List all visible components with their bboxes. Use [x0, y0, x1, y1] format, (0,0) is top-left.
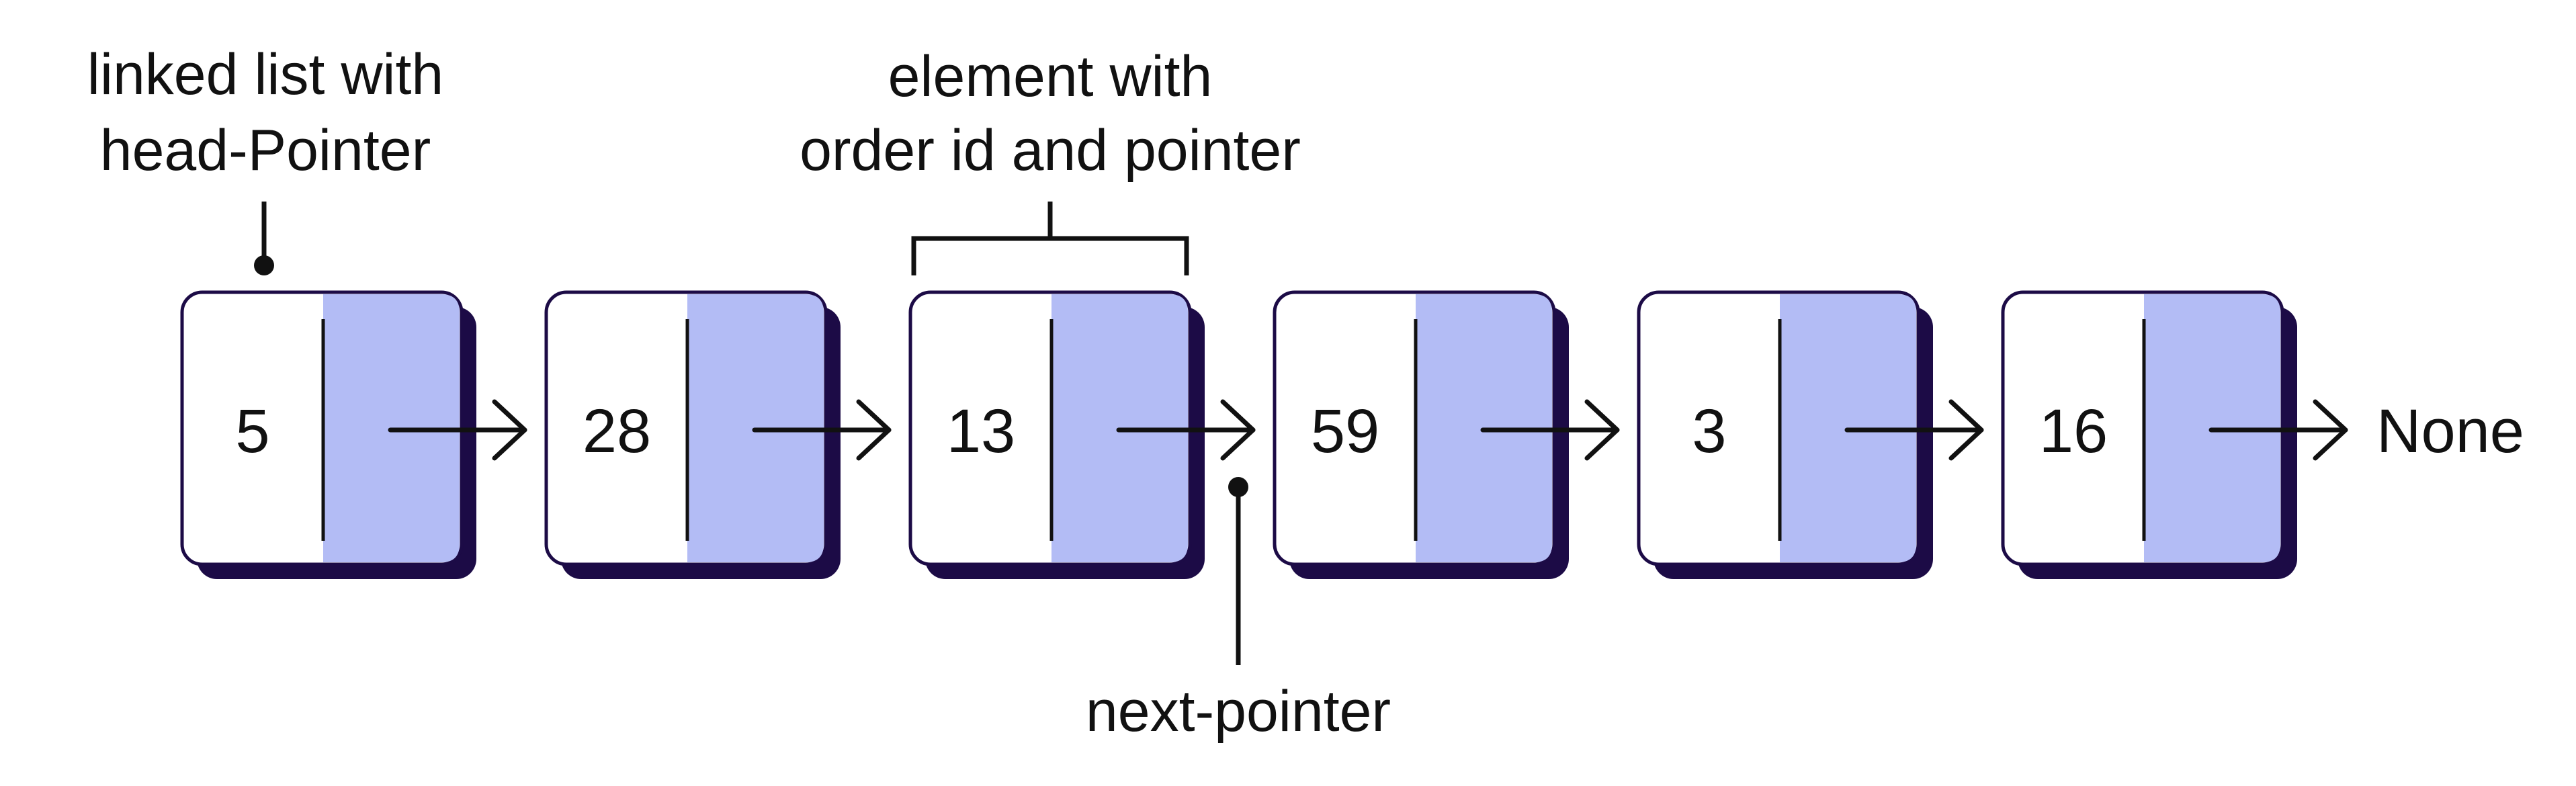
- next-arrow-head: [856, 399, 892, 461]
- list-node: 3: [1637, 290, 1984, 579]
- list-node: 59: [1273, 290, 1620, 579]
- next-arrow-head: [2313, 399, 2348, 461]
- next-pointer-dot: [1228, 477, 1248, 497]
- next-arrow-head: [492, 399, 527, 461]
- node-value: 59: [1311, 397, 1379, 466]
- node-value: 3: [1692, 397, 1726, 466]
- node-value: 5: [235, 397, 269, 466]
- element-bracket: [911, 202, 1189, 275]
- next-arrow-head: [1584, 399, 1620, 461]
- node-value: 16: [2039, 397, 2108, 466]
- list-node: 28: [544, 290, 892, 579]
- list-node: 13: [908, 290, 1256, 579]
- next-pointer-annotation: next-pointer: [1086, 679, 1391, 744]
- element-annotation-line2: order id and pointer: [800, 118, 1301, 183]
- next-arrow-head: [1220, 399, 1256, 461]
- terminal-none-label: None: [2376, 397, 2524, 466]
- node-value: 13: [947, 397, 1015, 466]
- list-node: 5: [180, 290, 527, 579]
- head-annotation-line1: linked list with: [87, 42, 444, 107]
- nodes-layer: 5 28 13 59 3 16: [180, 290, 2348, 579]
- element-annotation-line1: element with: [888, 44, 1213, 109]
- node-value: 28: [583, 397, 651, 466]
- list-node: 16: [2001, 290, 2348, 579]
- next-arrow-head: [1948, 399, 1984, 461]
- head-pointer-dot: [254, 255, 274, 275]
- head-annotation-line2: head-Pointer: [100, 118, 431, 183]
